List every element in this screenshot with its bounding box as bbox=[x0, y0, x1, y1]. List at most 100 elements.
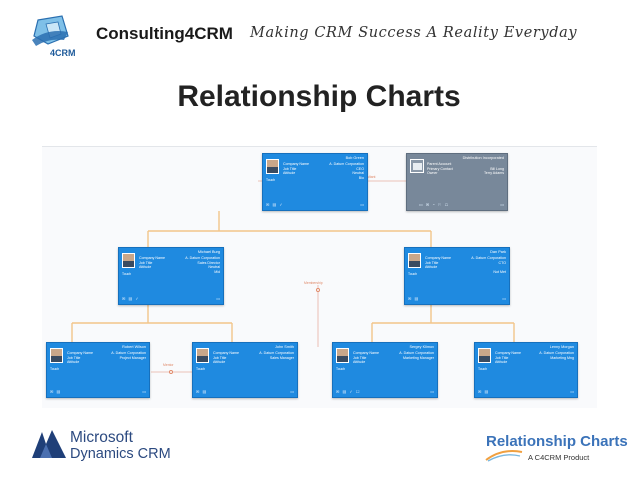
field-label: Job Title bbox=[353, 355, 367, 360]
field-value: Project Manager bbox=[119, 355, 146, 360]
card-action-icons[interactable]: ✉ ▤ bbox=[50, 389, 62, 395]
expand-icon[interactable]: ▭ bbox=[216, 296, 220, 302]
expand-icon[interactable]: ▭ bbox=[290, 389, 294, 395]
field-value: A. Datum Corporation bbox=[185, 256, 220, 260]
field-label: Owner bbox=[427, 171, 438, 175]
field-value: Sales Director bbox=[197, 260, 220, 265]
touch-label: Touch bbox=[408, 272, 418, 276]
card-action-icons[interactable]: ✉ ▤ bbox=[196, 389, 208, 395]
field-label: Job Title bbox=[425, 260, 439, 265]
field-label: Job Title bbox=[67, 355, 81, 360]
expand-icon[interactable]: ▭ bbox=[500, 202, 504, 208]
field-value: A. Datum Corporation bbox=[471, 256, 506, 260]
touch-label: Touch bbox=[122, 272, 132, 276]
card-action-icons[interactable]: ✉ ▤ ✓ bbox=[122, 296, 140, 302]
card-action-icons[interactable]: ✉ ▤ ✓ ☐ bbox=[336, 389, 361, 395]
field-value: Mid bbox=[214, 269, 220, 274]
touch-label: Touch bbox=[478, 367, 488, 371]
brand-name: Consulting4CRM bbox=[96, 24, 233, 43]
field-value: A. Datum Corporation bbox=[399, 351, 434, 355]
relation-label: Membership bbox=[304, 281, 323, 285]
touch-label: Touch bbox=[266, 178, 276, 182]
card-name: Distribution Incorporated bbox=[462, 156, 504, 160]
field-value: Marketing Manager bbox=[403, 355, 434, 360]
field-label: Company Name bbox=[495, 351, 521, 355]
touch-label: Touch bbox=[50, 367, 60, 371]
avatar bbox=[196, 348, 209, 363]
field-value: Neutral bbox=[208, 265, 220, 269]
expand-icon[interactable]: ▭ bbox=[360, 202, 364, 208]
field-value: CTO bbox=[498, 260, 506, 265]
touch-label: Touch bbox=[196, 367, 206, 371]
contact-card[interactable]: Bob Green Company Name A. Datum Corporat… bbox=[262, 153, 368, 211]
field-label: Job Title bbox=[213, 355, 227, 360]
field-value: Not Met bbox=[493, 269, 506, 274]
field-label: Company Name bbox=[283, 162, 309, 166]
contact-card[interactable]: Robert Wilson Company Name A. Datum Corp… bbox=[46, 342, 150, 398]
dynamics-crm-logo-icon bbox=[32, 430, 66, 458]
card-name: Bob Green bbox=[345, 156, 364, 160]
field-label: Attitude bbox=[213, 360, 226, 364]
card-name: Michael Burg bbox=[197, 250, 220, 254]
product-subtitle: A C4CRM Product bbox=[528, 453, 590, 462]
contact-card[interactable]: Michael Burg Company Name A. Datum Corpo… bbox=[118, 247, 224, 305]
svg-text:4CRM: 4CRM bbox=[50, 48, 76, 58]
card-action-icons[interactable]: ▭ ✉ ◔ ⚐ ☖ bbox=[419, 202, 450, 208]
contact-card[interactable]: Dan Park Company Name A. Datum Corporati… bbox=[404, 247, 510, 305]
field-label: Attitude bbox=[353, 360, 366, 364]
avatar bbox=[266, 159, 279, 174]
avatar bbox=[122, 253, 135, 268]
field-value: Bill Long bbox=[490, 166, 504, 171]
field-label: Company Name bbox=[67, 351, 93, 355]
field-label: Attitude bbox=[495, 360, 508, 364]
field-value: Marketing Mng bbox=[550, 355, 574, 360]
field-value: A. Datum Corporation bbox=[111, 351, 146, 355]
card-action-icons[interactable]: ✉ ▤ bbox=[408, 296, 420, 302]
avatar bbox=[50, 348, 63, 363]
account-card[interactable]: Distribution Incorporated Parent Account… bbox=[406, 153, 508, 211]
tagline: Making CRM Success A Reality Everyday bbox=[250, 25, 578, 41]
card-name: Robert Wilson bbox=[122, 345, 146, 349]
folder-icon bbox=[410, 159, 424, 173]
dynamics-crm-label: Dynamics CRM bbox=[70, 446, 171, 462]
field-value: CEO bbox=[356, 166, 364, 171]
expand-icon[interactable]: ▭ bbox=[430, 389, 434, 395]
contact-card[interactable]: Lenny Morgan Company Name A. Datum Corpo… bbox=[474, 342, 578, 398]
expand-icon[interactable]: ▭ bbox=[142, 389, 146, 395]
card-name: Sergey Klimov bbox=[409, 345, 434, 349]
field-label: Attitude bbox=[67, 360, 80, 364]
relation-label: Mentor bbox=[163, 363, 174, 367]
field-label: Job Title bbox=[139, 260, 153, 265]
consulting4crm-logo-icon: 4CRM bbox=[32, 15, 76, 58]
field-label: Job Title bbox=[283, 166, 297, 171]
relation-node-icon[interactable] bbox=[316, 288, 320, 292]
field-label: Parent Account bbox=[427, 162, 452, 166]
card-name: Dan Park bbox=[490, 250, 506, 254]
swoosh-icon bbox=[485, 450, 523, 462]
contact-card[interactable]: Sergey Klimov Company Name A. Datum Corp… bbox=[332, 342, 438, 398]
card-name: John Smith bbox=[275, 345, 294, 349]
card-action-icons[interactable]: ✉ ▤ bbox=[478, 389, 490, 395]
field-value: Bio bbox=[358, 175, 364, 180]
relationship-charts-logo: Relationship Charts bbox=[486, 433, 628, 450]
relation-node-icon[interactable] bbox=[169, 370, 173, 374]
page-title: Relationship Charts bbox=[177, 80, 461, 113]
field-value: Sales Manager bbox=[269, 355, 294, 360]
expand-icon[interactable]: ▭ bbox=[502, 296, 506, 302]
field-label: Company Name bbox=[353, 351, 379, 355]
field-label: Attitude bbox=[425, 265, 438, 269]
field-label: Attitude bbox=[139, 265, 152, 269]
field-label: Primary Contact bbox=[427, 166, 453, 171]
expand-icon[interactable]: ▭ bbox=[570, 389, 574, 395]
field-value: Terry Adams bbox=[484, 171, 504, 175]
field-label: Attitude bbox=[283, 171, 296, 175]
avatar bbox=[336, 348, 349, 363]
card-action-icons[interactable]: ✉ ▤ ✓ bbox=[266, 202, 284, 208]
field-value: A. Datum Corporation bbox=[259, 351, 294, 355]
contact-card[interactable]: John Smith Company Name A. Datum Corpora… bbox=[192, 342, 298, 398]
field-value: A. Datum Corporation bbox=[539, 351, 574, 355]
touch-label: Touch bbox=[336, 367, 346, 371]
field-label: Job Title bbox=[495, 355, 509, 360]
field-label: Company Name bbox=[213, 351, 239, 355]
relationship-chart: consultant Membership Mentor Bob Green C… bbox=[42, 146, 597, 408]
